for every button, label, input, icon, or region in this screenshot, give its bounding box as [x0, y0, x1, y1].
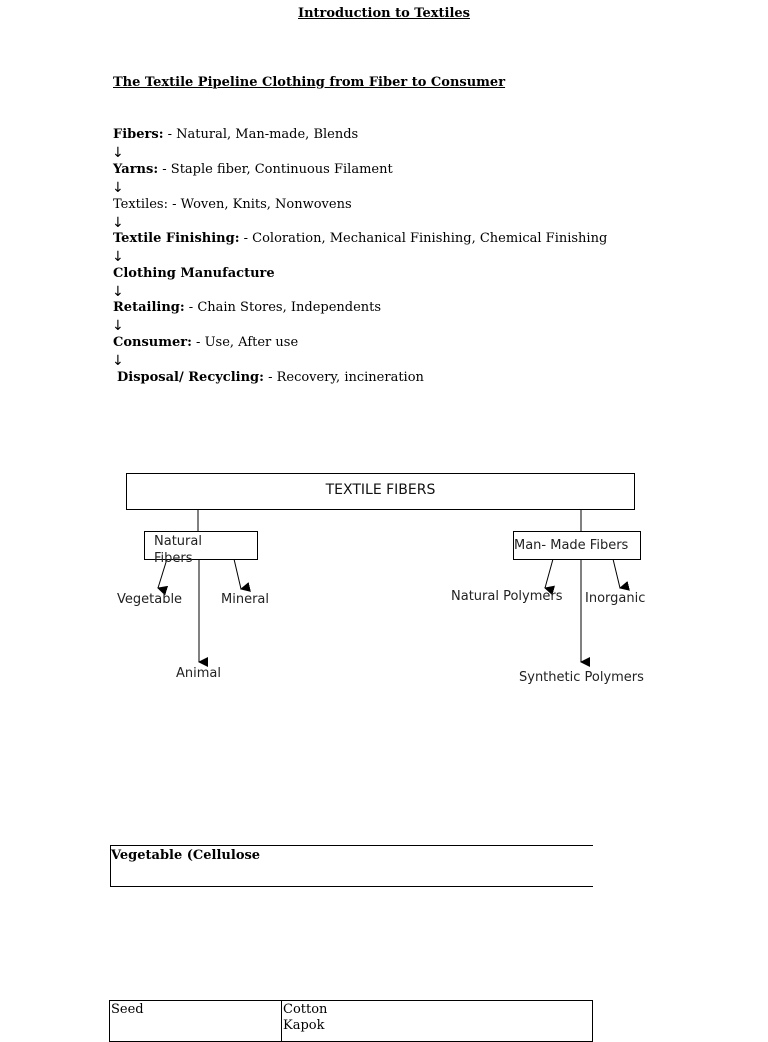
natural-fibers-label: Natural Fibers — [154, 534, 202, 566]
mineral-label: Mineral — [221, 592, 269, 607]
inorganic-label: Inorganic — [585, 591, 646, 606]
down-arrow-icon: ↓ — [112, 215, 124, 231]
down-arrow-icon: ↓ — [112, 353, 124, 369]
page-title: Introduction to Textiles — [298, 6, 470, 21]
pipeline-item-textiles: Textiles: - Woven, Knits, Nonwovens — [113, 197, 352, 212]
down-arrow-icon: ↓ — [112, 284, 124, 300]
pipeline-item-fibers: Fibers: - Natural, Man-made, Blends — [113, 127, 359, 142]
down-arrow-icon: ↓ — [112, 249, 124, 265]
pipeline-item-disposal: Disposal/ Recycling: - Recovery, inciner… — [117, 370, 424, 385]
manmade-fibers-box: Man- Made Fibers — [513, 531, 641, 560]
table-divider — [281, 1001, 282, 1041]
pipeline-item-yarns: Yarns: - Staple fiber, Continuous Filame… — [113, 162, 393, 177]
fiber-table: Seed Cotton Kapok — [109, 1000, 593, 1042]
arrow-to-natural-polymers — [544, 558, 556, 596]
natural-fibers-box: Natural Fibers — [144, 531, 258, 566]
textile-fibers-label: TEXTILE FIBERS — [325, 482, 436, 498]
section-heading-box: Vegetable (Cellulose — [110, 845, 593, 887]
animal-label: Animal — [176, 666, 221, 681]
pipeline-item-finishing: Textile Finishing: - Coloration, Mechani… — [113, 231, 608, 246]
pipeline-item-retailing: Retailing: - Chain Stores, Independents — [113, 300, 382, 315]
vegetable-label: Vegetable — [117, 592, 183, 607]
synthetic-polymers-label: Synthetic Polymers — [519, 670, 644, 685]
section-heading: Vegetable (Cellulose — [111, 848, 261, 863]
down-arrow-icon: ↓ — [112, 180, 124, 196]
manmade-fibers-label: Man- Made Fibers — [514, 538, 629, 553]
down-arrow-icon: ↓ — [112, 318, 124, 334]
natural-polymers-label: Natural Polymers — [451, 589, 563, 604]
table-cell-kapok: Kapok — [283, 1018, 325, 1033]
section-subtitle: The Textile Pipeline Clothing from Fiber… — [113, 75, 506, 90]
down-arrow-icon: ↓ — [112, 145, 124, 161]
table-cell-cotton: Cotton — [283, 1002, 328, 1017]
pipeline-item-consumer: Consumer: - Use, After use — [113, 335, 299, 350]
pipeline-item-manufacture: Clothing Manufacture — [113, 266, 275, 281]
textile-fibers-box: TEXTILE FIBERS — [126, 473, 635, 510]
arrow-to-inorganic — [612, 558, 630, 591]
table-cell-seed: Seed — [111, 1002, 144, 1017]
